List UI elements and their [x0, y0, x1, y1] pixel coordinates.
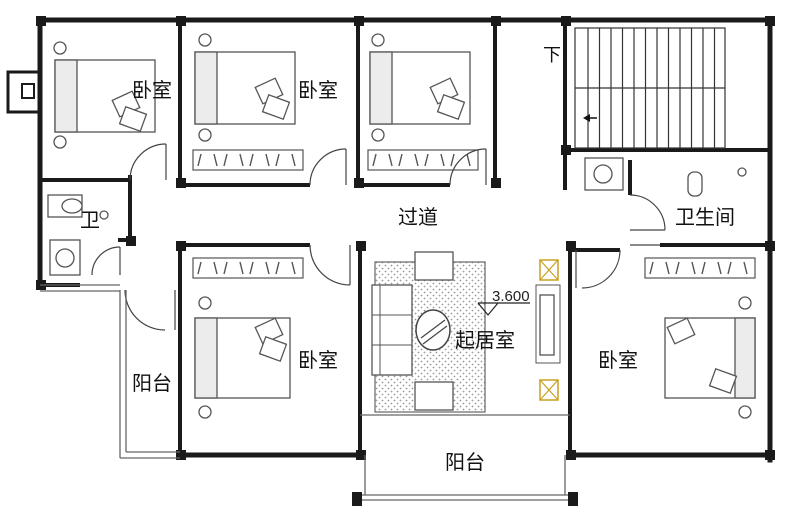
wardrobes — [192, 149, 756, 279]
level-mark-label: 3.600 — [492, 288, 530, 305]
bathroom-right-fixtures — [584, 157, 747, 197]
tv-cabinet — [539, 294, 555, 356]
room-label-bedroom-bottom-left: 卧室 — [298, 348, 338, 372]
room-label-balcony-left: 阳台 — [132, 371, 172, 395]
room-label-corridor: 过道 — [398, 205, 438, 229]
coffee-table — [415, 309, 451, 351]
stair-arrow-head — [583, 114, 590, 122]
room-label-bedroom-top-middle: 卧室 — [298, 78, 338, 102]
living-room-furniture — [371, 251, 561, 413]
bed-bottom-right — [664, 296, 756, 419]
toilet — [687, 171, 703, 197]
armchair-bottom — [414, 381, 454, 411]
bed-top-middle — [194, 33, 296, 142]
bed-bottom-left — [194, 296, 291, 419]
bed-top-right — [369, 33, 471, 142]
bathroom-left-fixtures — [47, 194, 109, 276]
interior-walls — [40, 20, 770, 455]
level-marker — [477, 302, 530, 316]
balcony-left-rail — [40, 284, 120, 292]
bed-top-left — [53, 41, 156, 149]
stair-down-label: 下 — [543, 45, 561, 66]
stair-treads — [587, 28, 716, 148]
room-label-bedroom-bottom-right: 卧室 — [598, 348, 638, 372]
flue-box — [6, 70, 42, 114]
room-label-bath-right: 卫生间 — [675, 205, 735, 229]
wall-columns — [36, 16, 775, 460]
balcony-bottom — [355, 414, 575, 501]
room-label-balcony-bottom: 阳台 — [445, 450, 485, 474]
balcony-left — [119, 290, 180, 459]
wardrobe-hangers — [197, 153, 748, 275]
sofa — [371, 284, 413, 376]
room-label-bath-left: 卫 — [80, 208, 100, 232]
room-label-bedroom-top-left: 卧室 — [132, 78, 172, 102]
armchair-top — [414, 251, 454, 281]
room-label-living: 起居室 — [455, 328, 515, 352]
balcony-bottom-posts — [352, 492, 578, 506]
